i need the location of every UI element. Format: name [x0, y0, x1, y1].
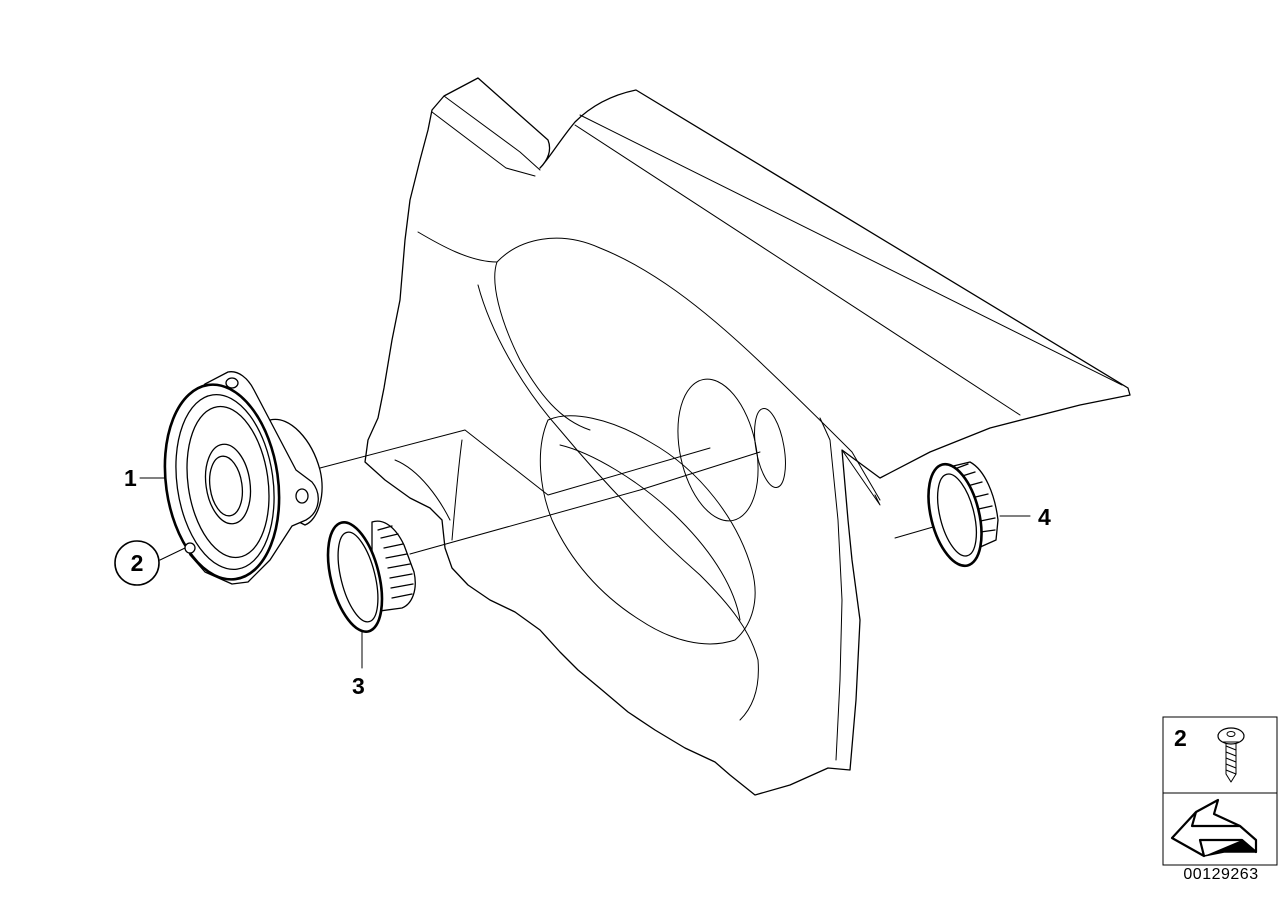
- callout-2: 2: [114, 540, 160, 586]
- callout-3: 3: [352, 673, 365, 699]
- legend-screw-label: 2: [1174, 725, 1187, 751]
- leader-lines: [139, 429, 1031, 669]
- tweeter-part-3[interactable]: [318, 517, 416, 637]
- door-trim-panel: [364, 77, 1131, 796]
- screw-icon: [1217, 727, 1245, 783]
- callout-1: 1: [124, 465, 137, 491]
- direction-arrow-icon: [1170, 798, 1258, 858]
- callout-2-text: 2: [131, 550, 144, 576]
- reference-number: 00129263: [1183, 866, 1259, 883]
- loudspeaker-part-1[interactable]: [153, 371, 323, 587]
- legend-box: 2: [1162, 716, 1278, 866]
- callout-4: 4: [1038, 504, 1051, 530]
- trim-ring-part-4[interactable]: [919, 459, 999, 572]
